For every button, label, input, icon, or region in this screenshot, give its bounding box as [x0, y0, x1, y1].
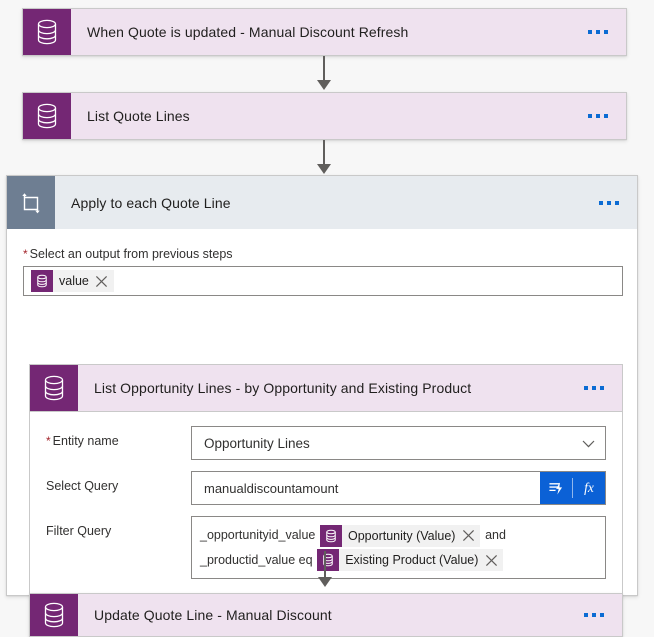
- dynamic-content-button[interactable]: [540, 472, 572, 504]
- connector-trigger-to-list: [323, 56, 325, 82]
- list-opportunity-lines-title: List Opportunity Lines - by Opportunity …: [94, 380, 472, 396]
- update-quote-line-card[interactable]: Update Quote Line - Manual Discount: [29, 593, 623, 637]
- filter-query-label-cell: Filter Query: [46, 516, 191, 538]
- entity-name-value: Opportunity Lines: [204, 435, 310, 451]
- update-quote-line-title: Update Quote Line - Manual Discount: [94, 607, 332, 623]
- value-token-label: value: [59, 274, 89, 288]
- list-quote-lines-title: List Quote Lines: [87, 108, 190, 124]
- trigger-more-options-button[interactable]: [580, 9, 626, 55]
- filter-query-text-part-1: _opportunityid_value: [200, 528, 316, 542]
- select-query-control: manualdiscountamount fx: [191, 471, 606, 505]
- dataverse-database-icon: [30, 365, 78, 411]
- select-query-value: manualdiscountamount: [204, 480, 339, 496]
- opportunity-value-token[interactable]: Opportunity (Value): [320, 524, 481, 547]
- existing-product-value-token[interactable]: Existing Product (Value): [317, 549, 504, 572]
- apply-to-each-title: Apply to each Quote Line: [71, 194, 231, 211]
- select-output-label: Select an output from previous steps: [29, 247, 233, 261]
- loop-foreach-icon: [7, 176, 55, 229]
- trigger-title: When Quote is updated - Manual Discount …: [87, 24, 409, 40]
- connector-arrow-2: [317, 164, 331, 174]
- entity-name-control: Opportunity Lines: [191, 426, 606, 460]
- update-quote-line-more-options-button[interactable]: [576, 594, 622, 636]
- list-opportunity-lines-form: *Entity name Opportunity Lines: [29, 412, 623, 597]
- list-quote-lines-more-options-button[interactable]: [580, 93, 626, 139]
- filter-query-control: _opportunityid_value: [191, 516, 606, 580]
- entity-name-label-cell: *Entity name: [46, 426, 191, 448]
- dataverse-database-icon: [320, 524, 342, 547]
- button-divider: [572, 472, 573, 504]
- select-query-row: Select Query manualdiscountamount: [46, 471, 606, 505]
- remove-token-icon[interactable]: [93, 270, 114, 292]
- select-output-field-group: *Select an output from previous steps va…: [23, 247, 623, 296]
- more-options-icon: [584, 613, 604, 617]
- more-options-icon: [584, 386, 604, 390]
- select-query-label-cell: Select Query: [46, 471, 191, 493]
- trigger-card[interactable]: When Quote is updated - Manual Discount …: [22, 8, 627, 56]
- expression-button[interactable]: fx: [573, 472, 605, 504]
- connector-arrow-1: [317, 80, 331, 90]
- filter-query-label: Filter Query: [46, 524, 112, 538]
- select-output-label-row: *Select an output from previous steps: [23, 247, 623, 261]
- more-options-icon: [588, 114, 608, 118]
- list-opportunity-lines-group: List Opportunity Lines - by Opportunity …: [29, 364, 623, 597]
- select-query-input[interactable]: manualdiscountamount fx: [191, 471, 606, 505]
- connector-list-to-loop: [323, 140, 325, 166]
- dataverse-database-icon: [30, 594, 78, 636]
- opportunity-value-token-label: Opportunity (Value): [348, 528, 456, 543]
- dataverse-database-icon: [23, 93, 71, 139]
- remove-token-icon[interactable]: [482, 549, 503, 571]
- filter-query-row: Filter Query _opportunityid_value: [46, 516, 606, 580]
- entity-name-combobox[interactable]: Opportunity Lines: [191, 426, 606, 460]
- required-indicator: *: [46, 434, 51, 448]
- filter-query-input[interactable]: _opportunityid_value: [191, 516, 606, 580]
- list-opportunity-lines-card[interactable]: List Opportunity Lines - by Opportunity …: [29, 364, 623, 412]
- apply-to-each-header[interactable]: Apply to each Quote Line: [7, 176, 637, 229]
- chevron-down-icon[interactable]: [582, 436, 595, 451]
- existing-product-value-token-label: Existing Product (Value): [345, 553, 479, 568]
- apply-to-each-container: Apply to each Quote Line *Select an outp…: [6, 175, 638, 637]
- apply-to-each-more-options-button[interactable]: [591, 176, 637, 229]
- filter-query-text-part-2: and _productid_value eq: [200, 528, 506, 567]
- connector-inner-to-update: [324, 551, 326, 579]
- list-quote-lines-card[interactable]: List Quote Lines: [22, 92, 627, 140]
- required-indicator: *: [23, 247, 28, 261]
- dataverse-database-icon: [31, 270, 53, 292]
- value-token[interactable]: value: [31, 270, 114, 292]
- entity-name-row: *Entity name Opportunity Lines: [46, 426, 606, 460]
- dataverse-database-icon: [23, 9, 71, 55]
- more-options-icon: [599, 200, 619, 205]
- list-opportunity-lines-more-options-button[interactable]: [576, 365, 622, 411]
- remove-token-icon[interactable]: [459, 525, 480, 547]
- entity-name-label: Entity name: [52, 434, 119, 448]
- select-output-input[interactable]: value: [23, 266, 623, 296]
- select-query-label: Select Query: [46, 479, 119, 493]
- connector-arrow-3: [318, 577, 332, 587]
- dataverse-database-icon: [317, 549, 340, 572]
- more-options-icon: [588, 30, 608, 34]
